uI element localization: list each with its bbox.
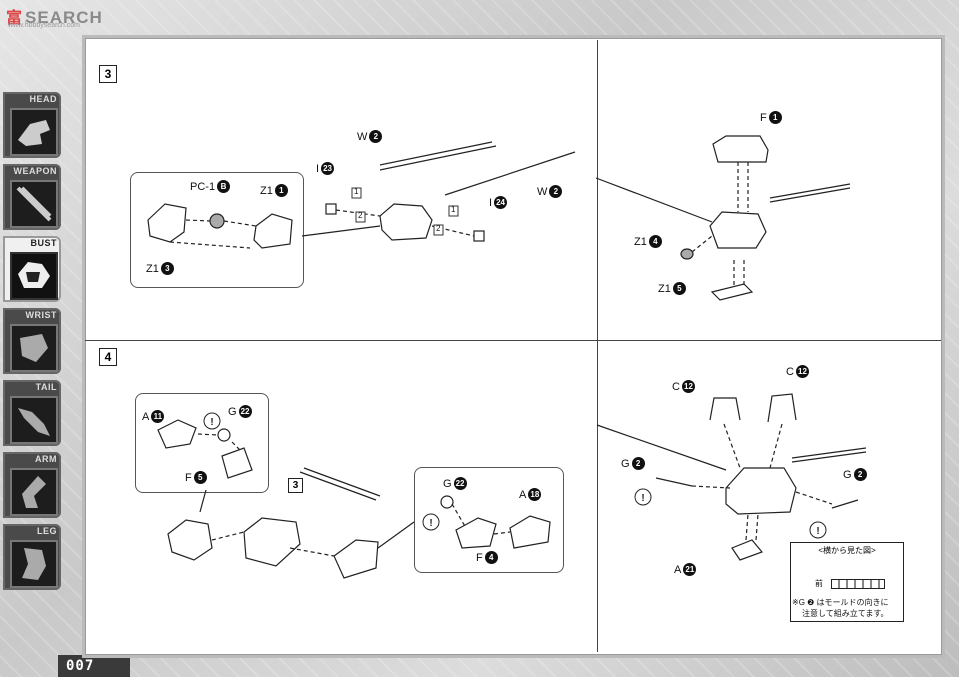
side-view-note: <横から見た図> 前: [790, 542, 904, 622]
step-divider-vertical: [597, 40, 598, 652]
sidebar-item-arm[interactable]: ARM: [3, 452, 61, 518]
watermark-url: www.hobbysearch.com: [8, 22, 80, 29]
sidebar-item-leg[interactable]: LEG: [3, 524, 61, 590]
sidebar: HEAD WEAPON BUST WRIST TAIL ARM LEG: [0, 80, 68, 620]
order-mark: 2: [358, 211, 363, 220]
sidebar-item-tail[interactable]: TAIL: [3, 380, 61, 446]
order-mark: 1: [451, 205, 456, 214]
note-front-label: 前: [815, 579, 823, 588]
note-title: <横から見た図>: [818, 546, 876, 555]
sidebar-item-head[interactable]: HEAD: [3, 92, 61, 158]
note-text-2: 注意して組み立てます。: [802, 609, 889, 618]
tail-icon: [10, 396, 58, 444]
step-4-badge: 4: [99, 348, 117, 366]
note-text-1: ※G ❷ はモールドの向きに: [792, 598, 889, 607]
wrist-icon: [10, 324, 58, 372]
bust-icon: [10, 252, 58, 300]
sidebar-item-weapon[interactable]: WEAPON: [3, 164, 61, 230]
sidebar-item-wrist[interactable]: WRIST: [3, 308, 61, 374]
mold-direction-figure: [831, 579, 885, 589]
order-mark: 2: [436, 224, 441, 233]
leg-icon: [10, 540, 58, 588]
page-number-plate: [58, 655, 130, 677]
arm-icon: [10, 468, 58, 516]
step-divider-horizontal: [85, 340, 941, 341]
sidebar-item-bust[interactable]: BUST: [3, 236, 61, 302]
order-mark: 1: [354, 187, 359, 196]
step-3-badge: 3: [99, 65, 117, 83]
head-icon: [10, 108, 58, 156]
step-3-ref-badge: 3: [288, 478, 303, 493]
weapon-icon: [10, 180, 58, 228]
page-number: 007: [66, 658, 95, 674]
